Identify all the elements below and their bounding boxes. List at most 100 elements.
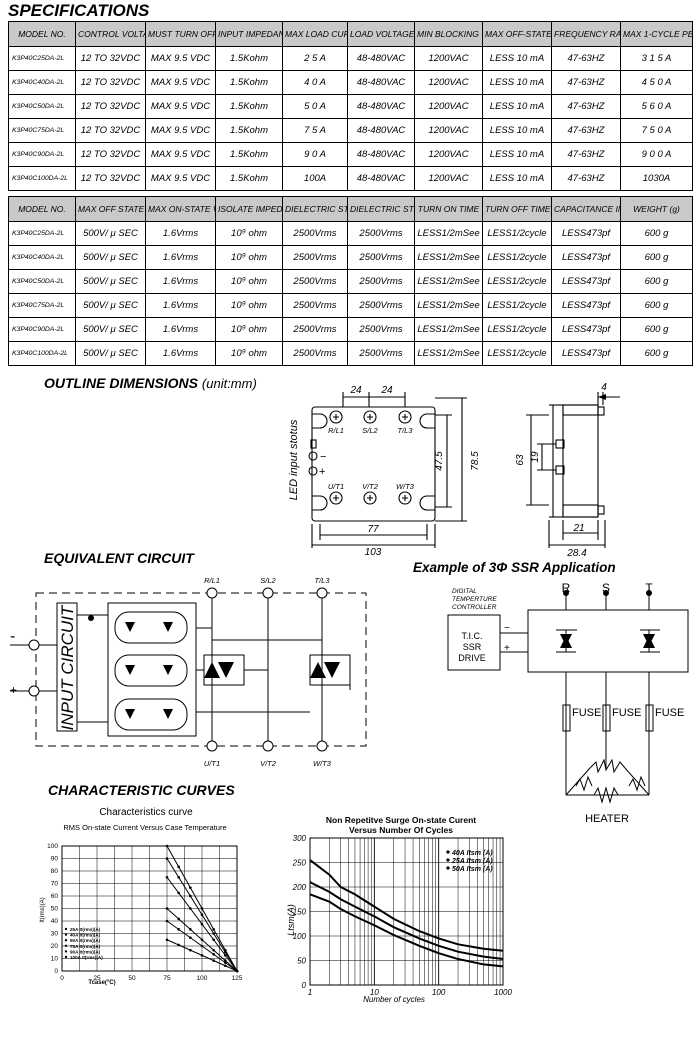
drive-line-2: SSR: [463, 642, 482, 652]
chart2-ytick: 150: [293, 908, 307, 917]
table-cell: LESS473pf: [551, 341, 621, 366]
chart2-legend-marker: [446, 850, 450, 854]
table-cell: LESS1/2mSee: [414, 245, 483, 270]
table-cell: 47-63HZ: [551, 166, 621, 191]
chart2-series-line: [309, 859, 504, 952]
chart1-legend-marker: [64, 927, 68, 931]
terminal-top-1: R/L1: [328, 426, 344, 435]
chart1-xtick: 125: [232, 975, 243, 982]
chart1-xtick: 0: [60, 975, 64, 982]
page-title: SPECIFICATIONS: [8, 1, 150, 20]
table-cell: K3P40C90DA-2L: [8, 317, 76, 342]
table-cell: 600 g: [620, 317, 693, 342]
table-cell: LESS1/2cycle: [482, 269, 552, 294]
table-cell: 1.6Vrms: [145, 341, 216, 366]
chart1-point: [165, 907, 169, 910]
table-cell: 47-63HZ: [551, 142, 621, 167]
table-cell: LESS473pf: [551, 221, 621, 246]
dim-28: 28.4: [566, 548, 587, 559]
spec-table-1: MODEL NO.CONTROL VOLTAGE RANGEMUST TURN …: [8, 21, 693, 191]
table-cell: LESS1/2mSee: [414, 269, 483, 294]
chart1-point: [235, 969, 239, 973]
table-cell: 600 g: [620, 293, 693, 318]
chart2-legend-label: 40A Itsm (A): [451, 850, 493, 857]
table-cell: LESS1/2mSee: [414, 317, 483, 342]
table-cell: MAX 9.5 VDC: [145, 166, 216, 191]
chart1-point: [224, 954, 227, 957]
chart1-point: [177, 917, 180, 921]
chart1-legend-label: 50A It(rms)(A): [70, 938, 101, 943]
chart1-point: [212, 953, 215, 956]
table-cell: 1200VAC: [414, 166, 483, 191]
chart1-legend-label: 40A It(rms)(A): [70, 933, 101, 938]
chart1-point: [165, 919, 169, 923]
chart2-xtick: 1000: [494, 988, 512, 997]
led-minus: −: [320, 451, 326, 463]
chart1-legend-label: 75A It(rms)(A): [70, 944, 101, 949]
chart2-ytick: 200: [292, 883, 307, 892]
equiv-top-2: S/L2: [260, 576, 276, 585]
column-header: FREQUENCY RANGE: [551, 21, 621, 47]
table-cell: 48-480VAC: [347, 142, 415, 167]
table-cell: LESS1/2cycle: [482, 317, 552, 342]
table-cell: LESS473pf: [551, 245, 621, 270]
column-header: ISOLATE IMPEDANCE: [215, 196, 283, 222]
chart1-point: [212, 938, 215, 942]
equiv-top-3: T/L3: [314, 576, 330, 585]
chart1-xtick: 25: [93, 975, 101, 982]
fuse-2: FUSE: [612, 707, 641, 719]
chart1-point: [165, 875, 169, 879]
chart1-point: [189, 948, 192, 952]
chart2-ytick: 300: [293, 834, 307, 843]
chart2-title: Non Repetitve Surge On-state Curent: [326, 815, 476, 825]
column-header: MODEL NO.: [8, 196, 76, 222]
chart1-point: [165, 857, 169, 860]
table-cell: 1.5Kohm: [215, 118, 283, 143]
chart2-legend-marker: [446, 866, 450, 870]
chart1-point: [200, 907, 204, 910]
table-cell: 1.5Kohm: [215, 166, 283, 191]
table-cell: MAX 9.5 VDC: [145, 70, 216, 95]
table-cell: 1.6Vrms: [145, 293, 216, 318]
column-header: LOAD VOLTAGE RANGE: [347, 21, 415, 47]
table-cell: 1.5Kohm: [215, 46, 283, 71]
chart1-point: [189, 894, 192, 898]
chart2-legend-label: 25A Itsm (A): [451, 858, 493, 865]
chart1-ytick: 20: [51, 943, 59, 950]
chart1-ytick: 60: [51, 893, 59, 900]
chart1-legend-marker: [64, 939, 68, 942]
equiv-heading: EQUIVALENT CIRCUIT: [44, 550, 194, 566]
chart2-ytick: 100: [293, 932, 307, 941]
chart2-legend-marker: [446, 858, 450, 862]
column-header: TURN OFF TIME: [482, 196, 552, 222]
chart1-legend-marker: [64, 933, 68, 936]
terminal-bottom-1: U/T1: [328, 482, 344, 491]
table-cell: LESS473pf: [551, 269, 621, 294]
chart1-point: [177, 865, 180, 869]
table-cell: LESS 10 mA: [482, 118, 552, 143]
chart1-ytick: 10: [51, 956, 59, 963]
chart1-point: [200, 938, 204, 942]
curves-heading: CHARACTERISTIC CURVES: [48, 782, 235, 798]
dim-77: 77: [367, 524, 379, 535]
chart1-point: [200, 954, 204, 957]
outline-heading-text: OUTLINE DIMENSIONS: [44, 375, 199, 391]
chart1-legend-marker: [64, 950, 68, 953]
chart1-point: [200, 922, 204, 926]
chart1-xtick: 100: [197, 975, 208, 982]
terminal-top-3: T/L3: [397, 426, 413, 435]
column-header: MAX LOAD CURRENT: [282, 21, 348, 47]
outline-unit: (unit:mm): [201, 376, 257, 391]
chart1-ylabel: It(rms)(A): [40, 897, 46, 922]
app-plus: +: [504, 643, 510, 654]
chart2-subtitle: Versus Number Of Cycles: [349, 825, 453, 835]
dim-47: 47.5: [434, 451, 445, 471]
chart1-title: Characteristics curve: [99, 807, 193, 818]
equiv-bottom-1: U/T1: [204, 759, 220, 768]
